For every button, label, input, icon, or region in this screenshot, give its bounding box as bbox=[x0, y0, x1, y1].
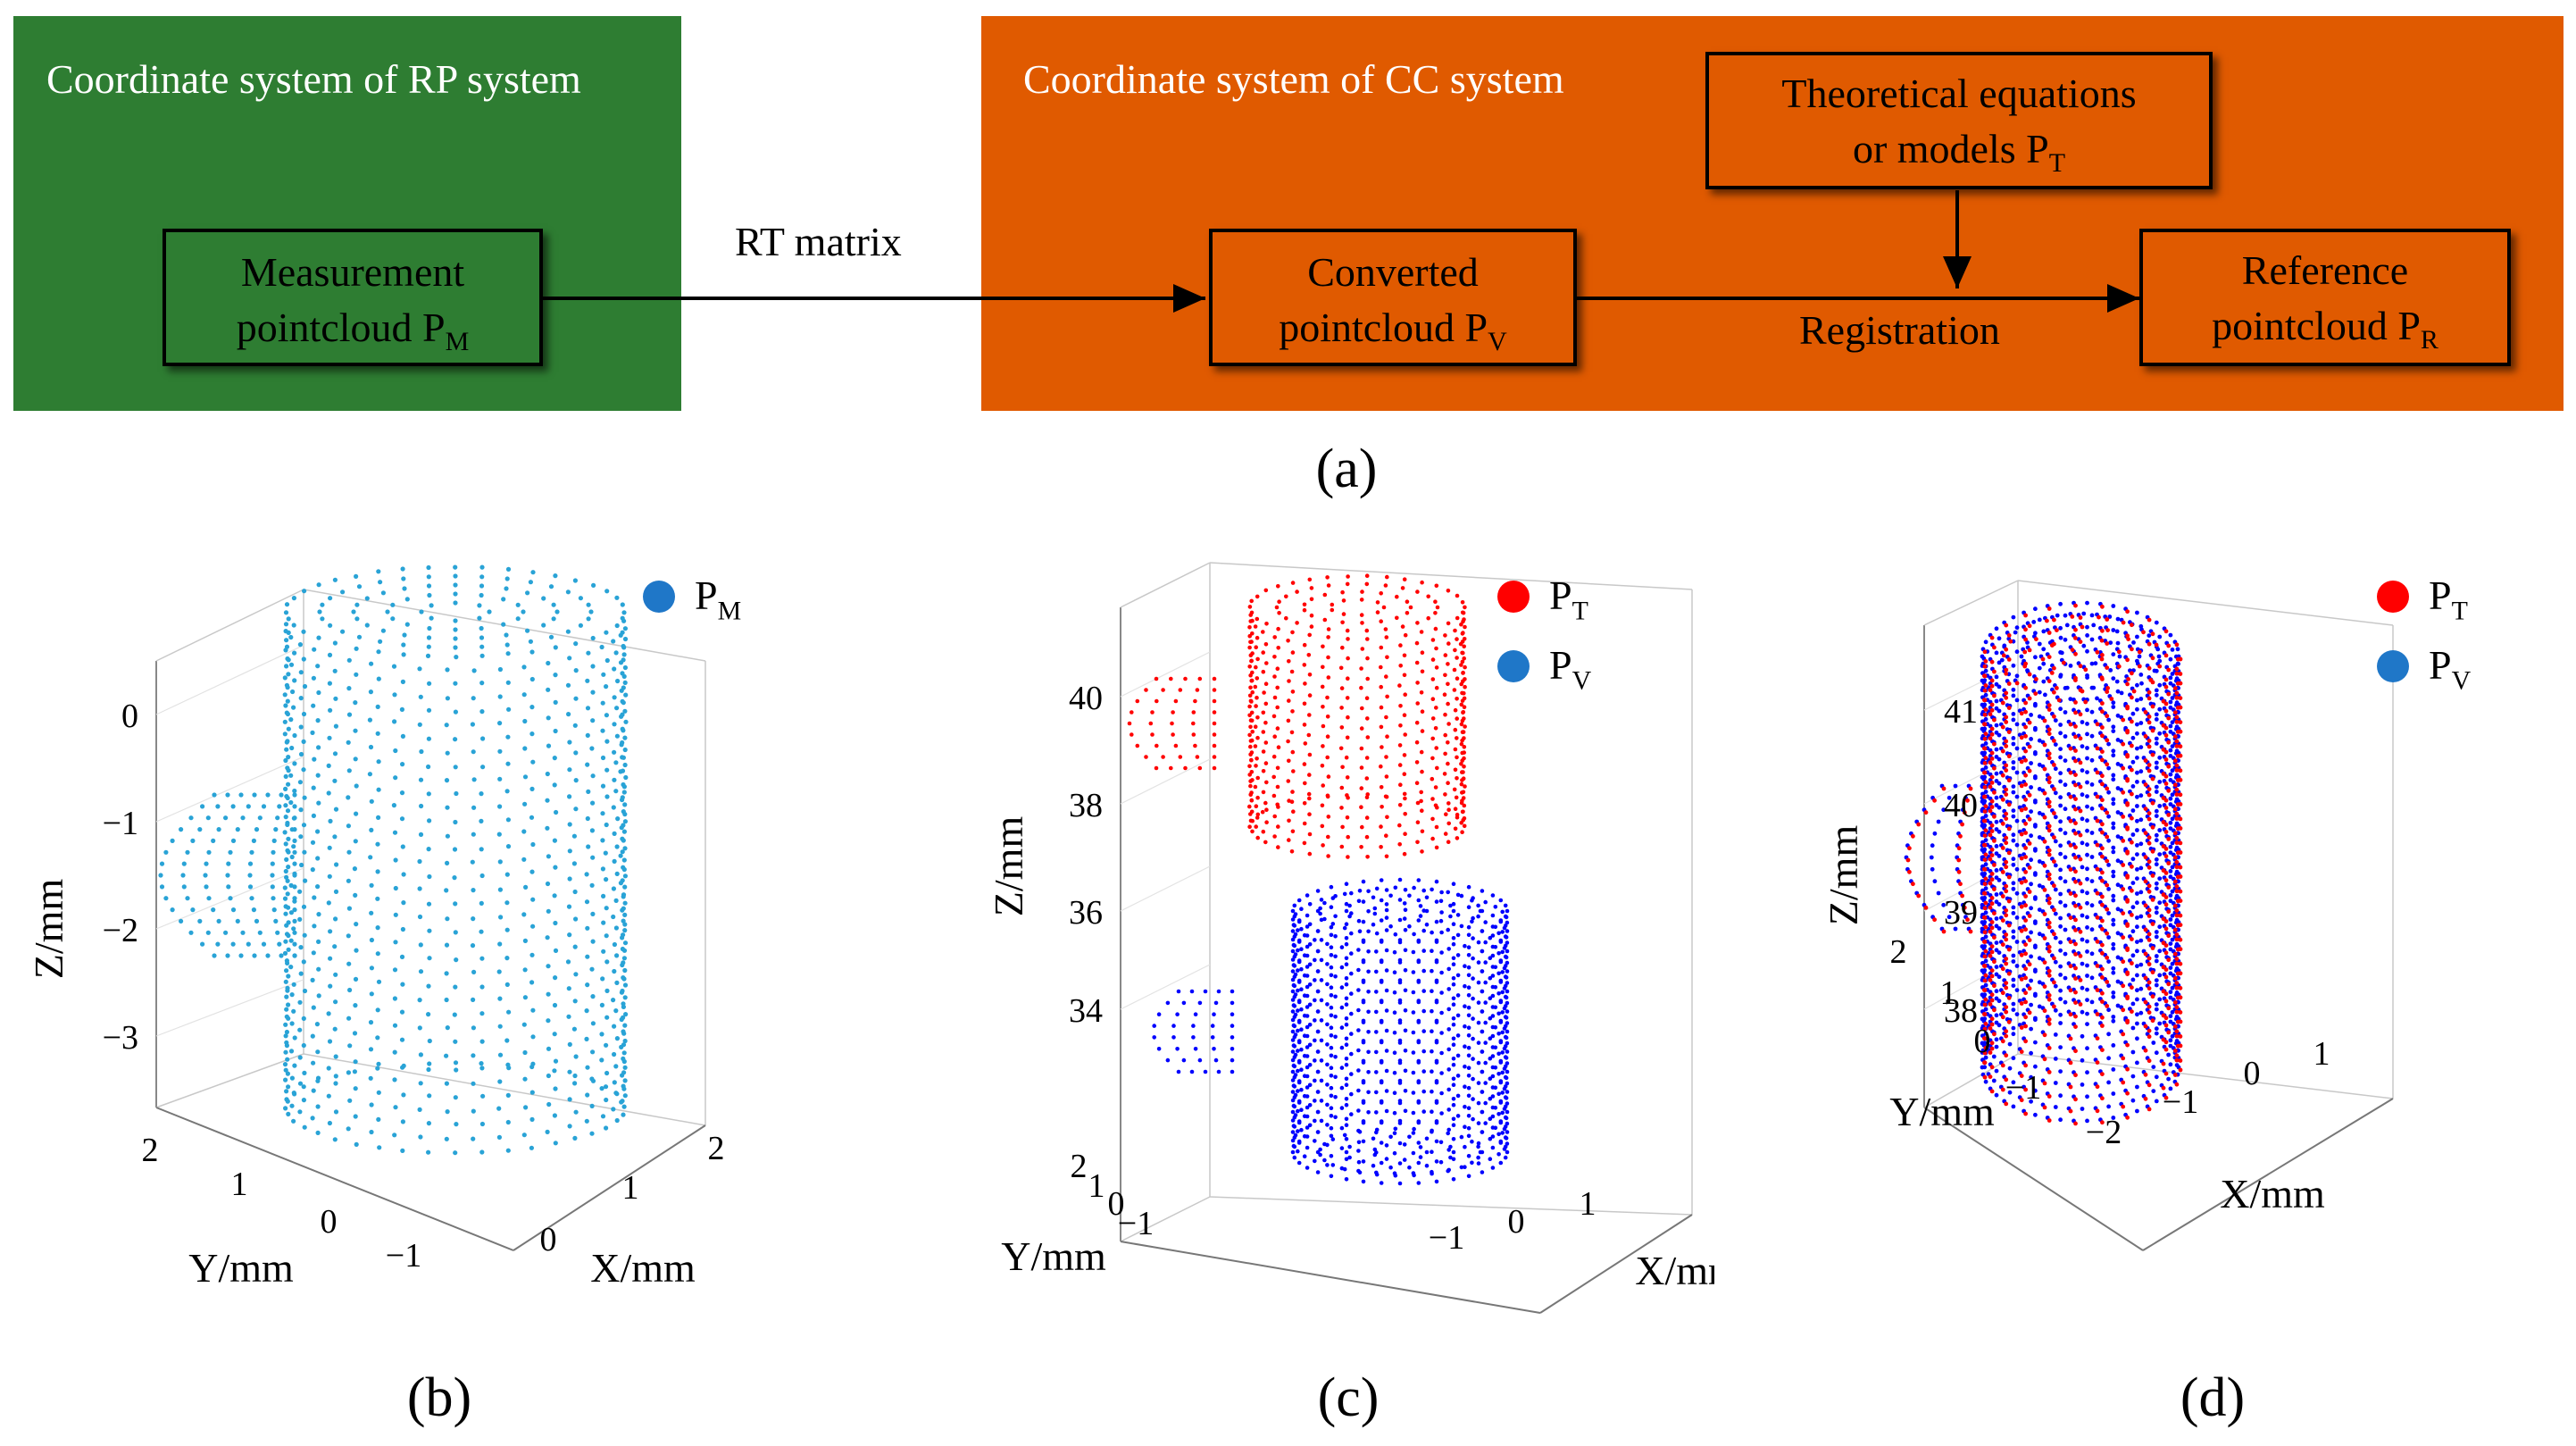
plot_d-ylabel: Y/mm bbox=[1889, 1089, 1995, 1134]
plot_d-xtick: −2 bbox=[2086, 1114, 2122, 1151]
plot_b-ztick: 0 bbox=[121, 698, 138, 735]
plot_d-xtick: −1 bbox=[2163, 1083, 2198, 1121]
plot_d-ytick: 2 bbox=[1890, 933, 1907, 971]
theoretical-models-box: Theoretical equations or models PT bbox=[1705, 52, 2213, 189]
plot_d-zlabel: Z/mm bbox=[1821, 825, 1866, 926]
plot_b-ztick: −1 bbox=[103, 805, 138, 842]
plot_c-ztick: 36 bbox=[1069, 894, 1103, 932]
measurement-line1: Measurement bbox=[240, 249, 465, 295]
plot_c-legend-label: PV bbox=[1549, 642, 1592, 696]
plot_c-ztick: 38 bbox=[1069, 787, 1103, 824]
plot_d-xtick: 0 bbox=[2244, 1055, 2261, 1092]
converted-line1: Converted bbox=[1307, 249, 1479, 295]
plot_c-ytick: −1 bbox=[1118, 1205, 1154, 1242]
converted-sub: V bbox=[1488, 327, 1507, 356]
registered-cloud bbox=[1904, 600, 2183, 1126]
plot_b-legend-marker bbox=[643, 581, 675, 613]
plot_d-ytick: −1 bbox=[2005, 1069, 2041, 1107]
plot_b-xtick: 1 bbox=[622, 1169, 639, 1207]
reference-line2: pointcloud P bbox=[2212, 303, 2421, 348]
plot_c-ztick: 40 bbox=[1069, 680, 1103, 717]
plot_d-ztick: 39 bbox=[1944, 894, 1978, 932]
reference-pointcloud-box: Reference pointcloud PR bbox=[2139, 229, 2511, 366]
plot_b-xlabel: X/mm bbox=[590, 1245, 696, 1291]
theoretical-line2: or models P bbox=[1852, 126, 2049, 171]
converted-line2: pointcloud P bbox=[1279, 305, 1488, 350]
measurement-sub: M bbox=[445, 327, 470, 356]
plot_b-ytick: −1 bbox=[386, 1237, 421, 1275]
plot_d-ztick: 38 bbox=[1944, 992, 1978, 1030]
rp-system-panel bbox=[13, 16, 681, 411]
plot_c-legend-marker bbox=[1497, 581, 1530, 613]
theoretical-line1: Theoretical equations bbox=[1781, 71, 2137, 116]
converted-cloud bbox=[1152, 877, 1510, 1186]
plot_d-xtick: 1 bbox=[2313, 1035, 2330, 1073]
plot_d-legend-marker bbox=[2377, 650, 2409, 682]
plot_b-ytick: 1 bbox=[231, 1166, 248, 1203]
plot-c-axes bbox=[1120, 562, 1693, 1314]
cc-system-title: Coordinate system of CC system bbox=[1023, 56, 1564, 102]
plot_c-legend-label: PT bbox=[1549, 573, 1588, 626]
plot_d-ytick: 0 bbox=[1974, 1023, 1991, 1060]
plot_b-ztick: −3 bbox=[103, 1019, 138, 1057]
plot-b: 0 −1 −2 −3 2 1 0 −1 0 1 2 Z/mmY/mm X/mm PM bbox=[26, 564, 741, 1291]
plot_c-ztick: 34 bbox=[1069, 992, 1103, 1030]
plot_c-legend-marker bbox=[1497, 650, 1530, 682]
plot_b-legend-label: PM bbox=[695, 573, 741, 626]
plot_c-ytick: 2 bbox=[1071, 1148, 1088, 1185]
plot_c-ylabel: Y/mm bbox=[1001, 1233, 1106, 1279]
plot_b-ylabel: Y/mm bbox=[188, 1245, 294, 1291]
theoretical-sub: T bbox=[2048, 148, 2066, 178]
plot_d-ztick: 41 bbox=[1944, 693, 1978, 731]
rt-matrix-label: RT matrix bbox=[735, 219, 902, 264]
plot_b-ytick: 2 bbox=[142, 1132, 159, 1169]
plot_d-ytick: 1 bbox=[1940, 974, 1957, 1012]
plot_d-ztick: 40 bbox=[1944, 787, 1978, 824]
theoretical-cloud bbox=[1127, 573, 1467, 859]
plot_c-xtick: 1 bbox=[1580, 1185, 1596, 1223]
plot_b-xtick: 2 bbox=[708, 1130, 725, 1167]
measurement-cloud bbox=[158, 564, 629, 1156]
cc-system-panel bbox=[981, 16, 2563, 411]
plot_d-legend-label: PT bbox=[2429, 573, 2468, 626]
measurement-pointcloud-box: Measurement pointcloud PM bbox=[163, 229, 543, 366]
plot_c-xtick: 0 bbox=[1508, 1203, 1525, 1241]
plot_b-zlabel: Z/mm bbox=[26, 879, 71, 980]
caption-d: (d) bbox=[2180, 1367, 2246, 1428]
flow-arrows bbox=[543, 190, 2139, 313]
rp-system-title: Coordinate system of RP system bbox=[46, 56, 581, 102]
reference-line1: Reference bbox=[2241, 247, 2409, 293]
plot_d-xlabel: X/mm bbox=[2220, 1171, 2325, 1216]
registration-label: Registration bbox=[1799, 307, 2000, 353]
measurement-line2: pointcloud P bbox=[236, 305, 446, 350]
plot_c-xlabel: X/mm bbox=[1635, 1248, 1714, 1293]
caption-a: (a) bbox=[1315, 439, 1378, 499]
reference-sub: R bbox=[2420, 325, 2438, 355]
plot_c-ytick: 0 bbox=[1108, 1185, 1125, 1223]
plot_b-ztick: −2 bbox=[103, 912, 138, 949]
plot-d-axes bbox=[1923, 580, 2394, 1251]
converted-pointcloud-box: Converted pointcloud PV bbox=[1209, 229, 1577, 366]
plot_b-xtick: 0 bbox=[540, 1221, 557, 1258]
plot_d-legend-marker bbox=[2377, 581, 2409, 613]
caption-b: (b) bbox=[406, 1367, 472, 1428]
plot_b-ytick: 0 bbox=[321, 1203, 338, 1241]
plot_c-zlabel: Z/mm bbox=[986, 816, 1031, 917]
plot_c-ytick: 1 bbox=[1088, 1167, 1105, 1205]
plot-b-axes bbox=[155, 589, 706, 1251]
caption-c: (c) bbox=[1317, 1367, 1380, 1428]
plot_d-legend-label: PV bbox=[2429, 642, 2472, 696]
plot_c-xtick: −1 bbox=[1429, 1219, 1464, 1257]
